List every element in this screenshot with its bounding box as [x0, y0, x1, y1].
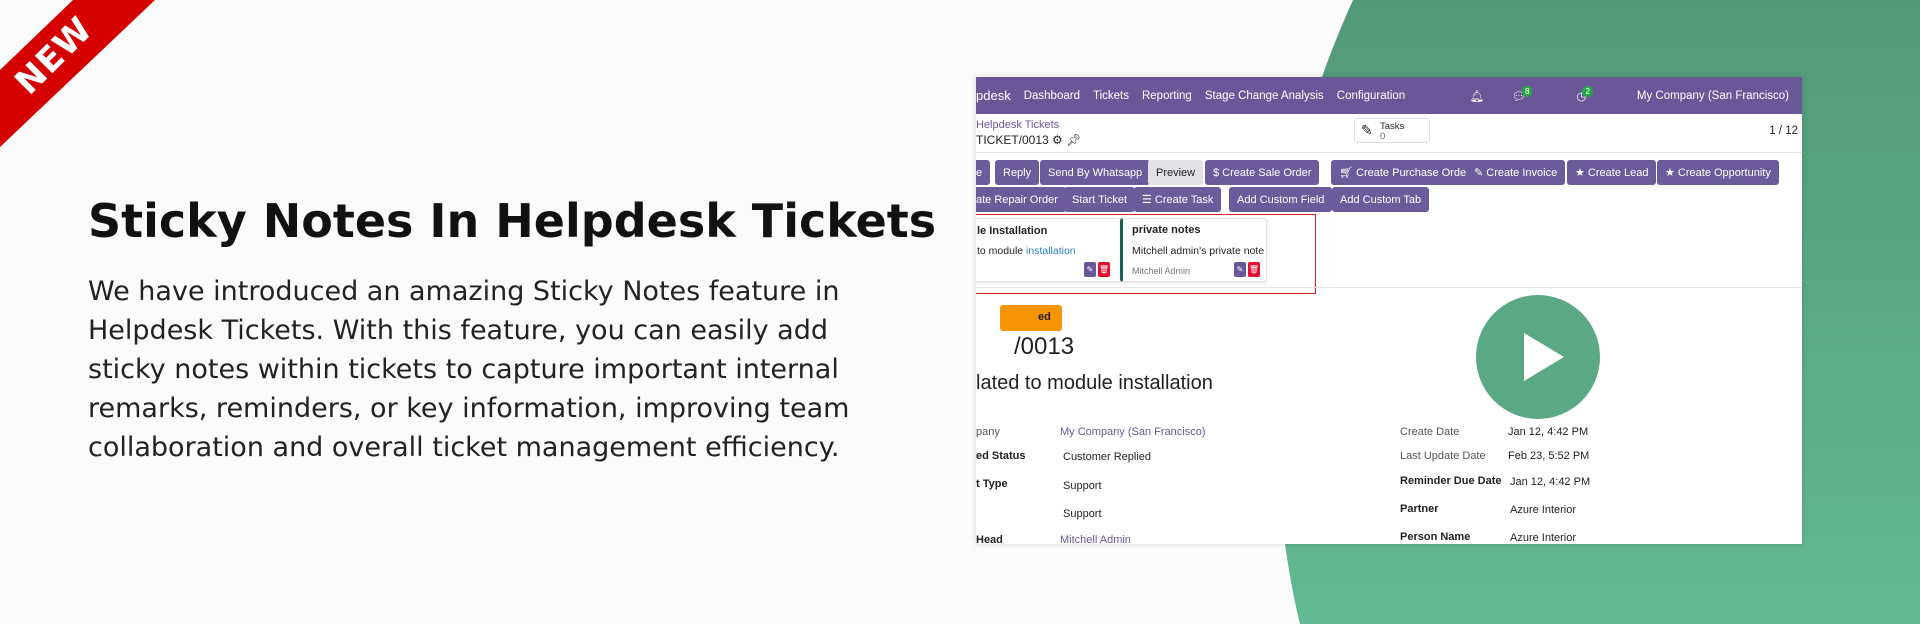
sticky-notes-highlight — [976, 214, 1316, 294]
list-icon: ☰ — [1142, 194, 1155, 206]
edit-note-icon[interactable]: ✎ — [1084, 262, 1096, 277]
edit-icon: ✎ — [1361, 122, 1373, 138]
pin-icon[interactable]: 📌︎ — [1066, 133, 1082, 147]
create-opportunity-button[interactable]: ★ Create Opportunity — [1657, 160, 1779, 185]
add-custom-field-button[interactable]: Add Custom Field — [1229, 187, 1333, 212]
messages-icon[interactable]: 💬︎8 — [1511, 85, 1549, 103]
helpdesk-screenshot: pdesk Dashboard Tickets Reporting Stage … — [976, 77, 1802, 544]
play-video-button[interactable] — [1476, 295, 1600, 419]
sticky-note-private: private notes Mitchell admin's private n… — [1120, 218, 1267, 282]
field-label: Reminder Due Date — [1400, 475, 1502, 487]
team-value[interactable]: Support — [1063, 508, 1102, 520]
create-repair-order-button[interactable]: ate Repair Order — [976, 187, 1066, 212]
field-label: Head — [976, 534, 1003, 544]
top-navbar: pdesk Dashboard Tickets Reporting Stage … — [976, 77, 1802, 114]
gear-icon[interactable]: ⚙ — [1052, 133, 1063, 147]
app-brand[interactable]: pdesk — [976, 88, 1011, 103]
nav-dashboard[interactable]: Dashboard — [1023, 89, 1080, 102]
field-label: t Type — [976, 478, 1008, 490]
nav-tickets[interactable]: Tickets — [1092, 89, 1129, 102]
person-name-value[interactable]: Azure Interior — [1510, 532, 1577, 544]
nav-reporting[interactable]: Reporting — [1141, 89, 1192, 102]
ticket-subject: lated to module installation — [976, 372, 1213, 394]
nav-stage-change-analysis[interactable]: Stage Change Analysis — [1204, 89, 1324, 102]
bell-icon[interactable]: 🔔︎ — [1469, 90, 1485, 103]
page-title: Sticky Notes In Helpdesk Tickets — [88, 194, 937, 248]
divider — [976, 287, 1802, 288]
note-title: le Installation — [977, 225, 1048, 237]
status-value[interactable]: Customer Replied — [1063, 451, 1152, 463]
delete-note-icon[interactable]: 🗑︎ — [1098, 262, 1110, 277]
activity-clock-icon[interactable]: ◷2 — [1576, 85, 1610, 103]
edit-icon: ✎ — [1474, 167, 1487, 179]
ticket-type-value[interactable]: Support — [1063, 480, 1102, 492]
tasks-count: 0 — [1380, 131, 1386, 142]
activities-badge: 2 — [1582, 85, 1593, 97]
cart-icon: 🛒︎ — [1339, 167, 1357, 179]
team-head-value[interactable]: Mitchell Admin — [1060, 534, 1131, 544]
pager[interactable]: 1 / 12 — [1769, 125, 1798, 137]
company-switcher[interactable]: My Company (San Francisco) — [1636, 89, 1789, 102]
tasks-smart-button[interactable]: ✎ Tasks 0 — [1354, 118, 1430, 143]
note-title: private notes — [1132, 224, 1201, 236]
button-label: Create Purchase Order — [1356, 166, 1470, 179]
reminder-due-date-value[interactable]: Jan 12, 4:42 PM — [1510, 476, 1591, 488]
sticky-note: le Installation to module installation ✎… — [976, 218, 1124, 282]
field-label: Last Update Date — [1400, 450, 1486, 462]
new-ribbon — [0, 0, 155, 147]
field-label: ed Status — [976, 450, 1026, 462]
company-value[interactable]: My Company (San Francisco) — [1060, 426, 1206, 438]
note-body: Mitchell admin's private note — [1132, 245, 1265, 257]
breadcrumb-parent[interactable]: Helpdesk Tickets — [976, 119, 1060, 131]
button-label: Create Invoice — [1486, 166, 1558, 179]
create-date-value: Jan 12, 4:42 PM — [1508, 426, 1589, 438]
create-lead-button[interactable]: ★ Create Lead — [1567, 160, 1657, 185]
last-update-value: Feb 23, 5:52 PM — [1508, 450, 1590, 462]
preview-button[interactable]: Preview — [1148, 160, 1204, 185]
create-task-button[interactable]: ☰ Create Task — [1134, 187, 1222, 212]
field-label: pany — [976, 426, 1000, 438]
ticket-reference: /0013 — [1014, 333, 1075, 360]
stage-badge[interactable]: ed — [1000, 305, 1062, 331]
edit-note-icon[interactable]: ✎ — [1234, 262, 1246, 277]
create-sale-order-button[interactable]: $ Create Sale Order — [1205, 160, 1320, 185]
note-body: to module — [977, 245, 1027, 257]
nav-configuration[interactable]: Configuration — [1336, 89, 1406, 102]
messages-badge: 8 — [1521, 85, 1533, 97]
field-label: Person Name — [1400, 531, 1471, 543]
partner-value[interactable]: Azure Interior — [1510, 504, 1577, 516]
delete-note-icon[interactable]: 🗑︎ — [1248, 262, 1260, 277]
note-author: Mitchell Admin — [1132, 266, 1191, 276]
tasks-label: Tasks — [1380, 121, 1405, 132]
field-label: Partner — [1400, 503, 1439, 515]
create-invoice-button[interactable]: ✎ Create Invoice — [1466, 160, 1566, 185]
add-custom-tab-button[interactable]: Add Custom Tab — [1332, 187, 1430, 212]
divider — [976, 152, 1802, 153]
button-label: Create Task — [1154, 193, 1214, 206]
note-link[interactable]: installation — [1026, 245, 1076, 257]
action-button[interactable]: e — [976, 160, 991, 185]
start-ticket-button[interactable]: Start Ticket — [1064, 187, 1136, 212]
feature-description: We have introduced an amazing Sticky Not… — [88, 276, 850, 463]
send-by-whatsapp-button[interactable]: Send By Whatsapp — [1040, 160, 1151, 185]
reply-button[interactable]: Reply — [995, 160, 1040, 185]
breadcrumb-current: TICKET/0013 — [976, 133, 1049, 147]
field-label: Create Date — [1400, 426, 1460, 438]
play-icon — [1524, 333, 1564, 381]
create-purchase-order-button[interactable]: 🛒︎ Create Purchase Order — [1331, 160, 1478, 185]
